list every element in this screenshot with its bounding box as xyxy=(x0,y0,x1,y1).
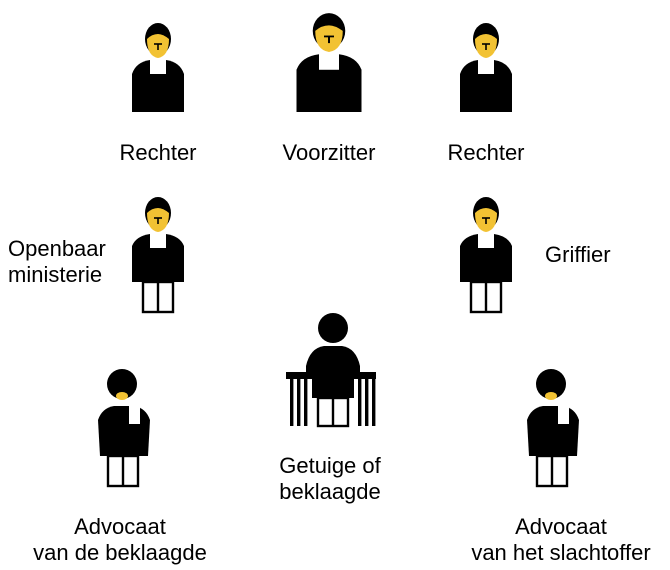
victim-counsel-label: Advocaat van het slachtoffer xyxy=(471,514,651,565)
witness-label: Getuige of beklaagde xyxy=(279,453,381,504)
victim-lawyer-icon xyxy=(525,368,581,488)
defense-lawyer-icon xyxy=(96,368,152,488)
prosecutor-label: Openbaar ministerie xyxy=(8,236,106,287)
judge-icon xyxy=(458,22,514,112)
judge-right-label: Rechter xyxy=(447,140,525,165)
clerk-icon xyxy=(458,196,514,314)
judge-left-label: Rechter xyxy=(119,140,197,165)
witness-at-bar-icon xyxy=(286,313,376,428)
prosecutor-icon xyxy=(130,196,186,314)
clerk-label: Griffier xyxy=(545,242,611,267)
president-label: Voorzitter xyxy=(282,140,376,165)
judge-icon xyxy=(294,12,364,112)
defense-label: Advocaat van de beklaagde xyxy=(33,514,207,565)
judge-icon xyxy=(130,22,186,112)
